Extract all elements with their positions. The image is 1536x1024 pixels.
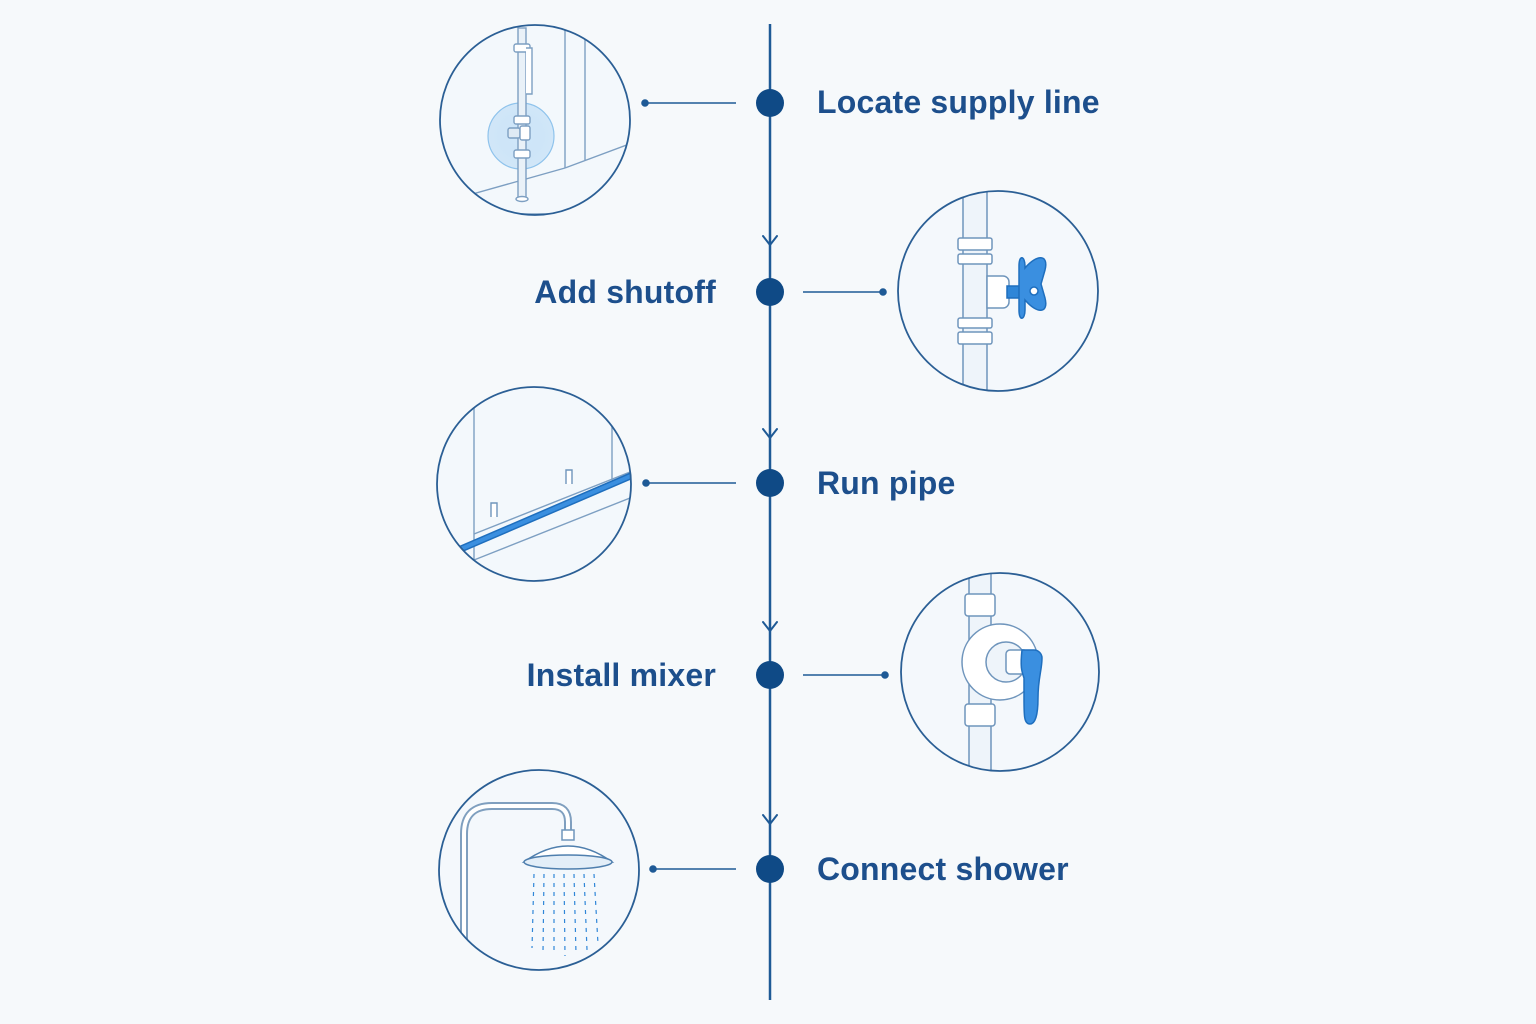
- shower-head-icon: [438, 769, 640, 971]
- arrow-down-icon: [762, 428, 778, 440]
- flow-arrows: [762, 235, 778, 826]
- connector-dot-4: [881, 671, 889, 679]
- arrow-down-icon: [762, 814, 778, 826]
- step-label-install-mixer: Install mixer: [526, 657, 716, 693]
- step-node-4: [756, 661, 784, 689]
- connector-dot-1: [641, 99, 649, 107]
- timeline-nodes: [756, 89, 784, 883]
- shutoff-valve-icon: [897, 190, 1099, 392]
- step-label-run-pipe: Run pipe: [817, 465, 956, 501]
- wall-pipe-run-icon: [436, 386, 632, 582]
- step-label-connect-shower: Connect shower: [817, 851, 1069, 887]
- mixer-valve-icon: [900, 572, 1100, 772]
- wall-supply-pipe-icon: [439, 24, 631, 216]
- connector-dot-5: [649, 865, 657, 873]
- step-node-1: [756, 89, 784, 117]
- step-node-2: [756, 278, 784, 306]
- connector-dot-2: [879, 288, 887, 296]
- step-label-add-shutoff: Add shutoff: [534, 274, 716, 310]
- step-label-locate-supply-line: Locate supply line: [817, 84, 1100, 120]
- arrow-down-icon: [762, 621, 778, 633]
- connectors: [641, 99, 889, 873]
- connector-dot-3: [642, 479, 650, 487]
- step-node-3: [756, 469, 784, 497]
- arrow-down-icon: [762, 235, 778, 247]
- step-node-5: [756, 855, 784, 883]
